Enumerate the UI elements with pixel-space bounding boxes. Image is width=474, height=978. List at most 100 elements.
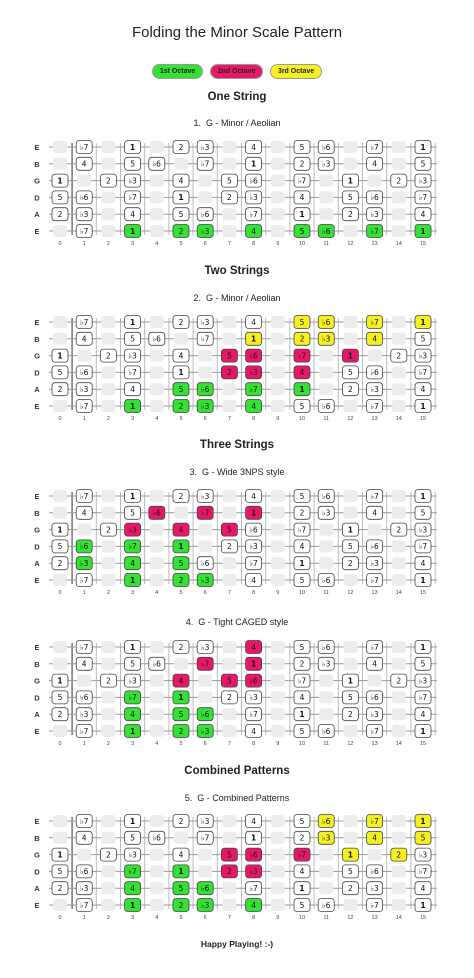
fret-slot xyxy=(53,691,67,704)
fret-slot xyxy=(319,332,334,345)
fret-slot xyxy=(101,725,116,737)
note-label: 1 xyxy=(130,817,135,826)
fret-slot xyxy=(367,349,382,362)
note-box xyxy=(196,331,214,346)
note-label: 4 xyxy=(372,335,377,344)
note-label: 2 xyxy=(179,727,184,736)
note-label: 1 xyxy=(57,525,62,534)
fret-slot xyxy=(53,523,67,536)
fret-slot xyxy=(391,899,406,911)
string-label: E xyxy=(34,492,39,501)
note-box xyxy=(75,156,93,171)
note-label: ♭3 xyxy=(128,676,137,685)
fret-slot xyxy=(174,332,188,345)
fret-slot xyxy=(391,815,406,827)
fret-slot xyxy=(246,657,261,670)
note-label: 4 xyxy=(251,576,256,585)
note-label: ♭7 xyxy=(298,676,307,685)
note-label: ♭6 xyxy=(322,143,331,152)
string-label: G xyxy=(34,177,40,186)
note-label: 4 xyxy=(421,884,426,893)
note-box xyxy=(414,656,432,671)
note-box xyxy=(196,224,214,238)
fret-slot xyxy=(343,865,358,878)
fret-number: 1 xyxy=(83,241,86,247)
fret-slot xyxy=(198,506,213,519)
fret-slot xyxy=(246,865,261,878)
note-label: 2 xyxy=(227,542,232,551)
fret-slot xyxy=(101,882,116,895)
note-label: 1 xyxy=(251,660,256,669)
note-box xyxy=(245,399,263,413)
note-label: 2 xyxy=(300,834,305,843)
note-box xyxy=(390,173,408,188)
fret-slot xyxy=(53,225,67,237)
note-box xyxy=(245,505,263,520)
note-label: ♭3 xyxy=(201,143,210,152)
fret-slot xyxy=(319,349,334,362)
fret-slot xyxy=(246,674,261,687)
note-box xyxy=(124,847,141,862)
note-label: ♭7 xyxy=(419,368,428,377)
note-box xyxy=(196,399,214,413)
note-box xyxy=(245,331,263,346)
note-box xyxy=(220,365,238,380)
fret-number: 9 xyxy=(276,241,279,247)
fret-slot xyxy=(222,191,237,204)
note-box xyxy=(245,365,263,380)
note-box xyxy=(414,156,432,171)
note-box xyxy=(124,898,141,912)
fret-slot xyxy=(101,691,116,704)
note-box xyxy=(366,399,384,413)
fret-slot xyxy=(198,349,213,362)
fret-slot xyxy=(125,366,140,379)
fret-slot xyxy=(125,865,140,878)
note-box xyxy=(51,690,69,705)
note-label: ♭3 xyxy=(201,727,210,736)
fret-slot xyxy=(295,865,309,878)
fret-slot xyxy=(295,574,309,586)
fret-slot xyxy=(343,225,358,237)
note-label: 1 xyxy=(130,227,135,236)
fret-slot xyxy=(246,349,261,362)
fret-slot xyxy=(101,848,116,861)
note-label: 1 xyxy=(57,676,62,685)
note-box xyxy=(293,382,311,397)
fret-slot xyxy=(125,540,140,553)
note-label: 4 xyxy=(179,850,184,859)
note-box xyxy=(148,331,166,346)
fret-number: 1 xyxy=(83,416,86,422)
fret-slot xyxy=(343,400,358,412)
fret-slot xyxy=(367,674,382,687)
note-box xyxy=(245,881,263,896)
note-box xyxy=(51,864,69,879)
fret-slot xyxy=(198,540,213,553)
fret-slot xyxy=(367,157,382,170)
fret-slot xyxy=(77,225,92,237)
note-label: 1 xyxy=(348,525,353,534)
note-label: 1 xyxy=(299,710,304,719)
note-label: 5 xyxy=(300,402,305,411)
fret-slot xyxy=(101,865,116,878)
note-box xyxy=(124,382,141,397)
note-label: 5 xyxy=(227,351,232,360)
note-label: ♭6 xyxy=(153,509,162,518)
note-label: 1 xyxy=(178,867,183,876)
note-label: 4 xyxy=(372,834,377,843)
note-label: ♭6 xyxy=(201,210,210,219)
fret-number: 12 xyxy=(347,590,353,596)
note-label: 4 xyxy=(179,676,184,685)
fret-slot xyxy=(77,557,92,570)
fret-slot xyxy=(125,708,140,721)
note-label: 2 xyxy=(106,176,111,185)
note-label: 4 xyxy=(251,143,256,152)
fret-slot xyxy=(295,366,309,379)
fret-slot xyxy=(246,831,261,844)
fret-slot xyxy=(101,332,116,345)
note-box xyxy=(414,814,432,828)
fret-slot xyxy=(222,865,237,878)
note-label: 1 xyxy=(130,643,135,652)
note-box xyxy=(414,707,432,722)
note-box xyxy=(366,864,384,879)
